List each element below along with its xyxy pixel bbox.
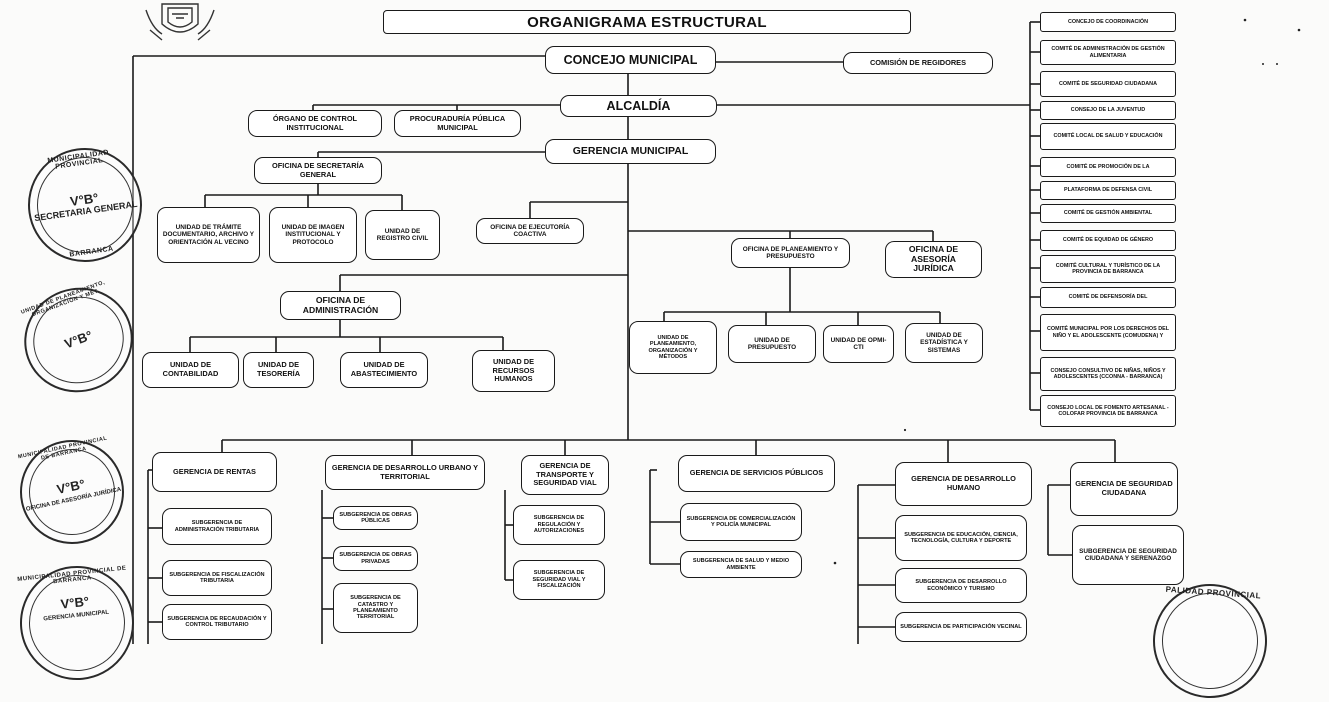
sg-comercializacion-box: SUBGERENCIA DE COMERCIALIZACIÓN Y POLICÍ… (680, 503, 802, 541)
sg-participacion-vecinal-box: SUBGERENCIA DE PARTICIPACIÓN VECINAL (895, 612, 1027, 642)
sg-salud-box: SUBGERENCIA DE SALUD Y MEDIO AMBIENTE (680, 551, 802, 578)
consejo-item: CONSEJO LOCAL DE FOMENTO ARTESANAL - COL… (1040, 395, 1176, 427)
consejo-item: CONSEJO CONSULTIVO DE NIÑAS, NIÑOS Y ADO… (1040, 357, 1176, 391)
unidad-presupuesto-box: UNIDAD DE PRESUPUESTO (728, 325, 816, 363)
municipal-crest-icon (145, 3, 215, 41)
consejo-item: COMITÉ DE ADMINISTRACIÓN DE GESTIÓN ALIM… (1040, 40, 1176, 65)
alcaldia-box: ALCALDÍA (560, 95, 717, 117)
consejo-item: PLATAFORMA DE DEFENSA CIVIL (1040, 181, 1176, 200)
consejo-item: COMITÉ DE GESTIÓN AMBIENTAL (1040, 204, 1176, 223)
contabilidad-box: UNIDAD DE CONTABILIDAD (142, 352, 239, 388)
unidad-estadistica-box: UNIDAD DE ESTADÍSTICA Y SISTEMAS (905, 323, 983, 363)
consejo-item: COMITÉ DE SEGURIDAD CIUDADANA (1040, 71, 1176, 97)
organo-control-box: ÓRGANO DE CONTROL INSTITUCIONAL (248, 110, 382, 137)
consejo-item: CONCEJO DE COORDINACIÓN (1040, 12, 1176, 32)
gerencia-desarrollo-humano-box: GERENCIA DE DESARROLLO HUMANO (895, 462, 1032, 506)
gerencia-desarrollo-urbano-box: GERENCIA DE DESARROLLO URBANO Y TERRITOR… (325, 455, 485, 490)
consejo-item: COMITÉ LOCAL DE SALUD Y EDUCACIÓN (1040, 123, 1176, 150)
secretaria-general-box: OFICINA DE SECRETARÍA GENERAL (254, 157, 382, 184)
consejo-item: COMITÉ DE DEFENSORÍA DEL (1040, 287, 1176, 308)
sg-educacion-box: SUBGERENCIA DE EDUCACIÓN, CIENCIA, TECNO… (895, 515, 1027, 561)
concejo-municipal-box: CONCEJO MUNICIPAL (545, 46, 716, 74)
unidad-planeamiento-box: UNIDAD DE PLANEAMIENTO, ORGANIZACIÓN Y M… (629, 321, 717, 374)
gerencia-municipal-box: GERENCIA MUNICIPAL (545, 139, 716, 164)
consejo-item: CONSEJO DE LA JUVENTUD (1040, 101, 1176, 120)
consejo-item: COMITÉ MUNICIPAL POR LOS DERECHOS DEL NI… (1040, 314, 1176, 351)
sg-administracion-tributaria-box: SUBGERENCIA DE ADMINISTRACIÓN TRIBUTARIA (162, 508, 272, 545)
administracion-box: OFICINA DE ADMINISTRACIÓN (280, 291, 401, 320)
asesoria-juridica-box: OFICINA DE ASESORÍA JURÍDICA (885, 241, 982, 278)
sg-fiscalizacion-tributaria-box: SUBGERENCIA DE FISCALIZACIÓN TRIBUTARIA (162, 560, 272, 596)
gerencia-seguridad-box: GERENCIA DE SEGURIDAD CIUDADANA (1070, 462, 1178, 516)
consejo-item: COMITÉ DE EQUIDAD DE GÉNERO (1040, 230, 1176, 251)
sg-seguridad-vial-box: SUBGERENCIA DE SEGURIDAD VIAL Y FISCALIZ… (513, 560, 605, 600)
consejo-item: COMITÉ DE PROMOCIÓN DE LA (1040, 157, 1176, 177)
abastecimiento-box: UNIDAD DE ABASTECIMIENTO (340, 352, 428, 388)
unidad-opmi-box: UNIDAD DE OPMI-CTI (823, 325, 894, 363)
tramite-documentario-box: UNIDAD DE TRÁMITE DOCUMENTARIO, ARCHIVO … (157, 207, 260, 263)
gerencia-rentas-box: GERENCIA DE RENTAS (152, 452, 277, 492)
gerencia-transporte-box: GERENCIA DE TRANSPORTE Y SEGURIDAD VIAL (521, 455, 609, 495)
sg-regulacion-box: SUBGERENCIA DE REGULACIÓN Y AUTORIZACION… (513, 505, 605, 545)
ejecutoria-coactiva-box: OFICINA DE EJECUTORÍA COACTIVA (476, 218, 584, 244)
recursos-humanos-box: UNIDAD DE RECURSOS HUMANOS (472, 350, 555, 392)
sg-catastro-box: SUBGERENCIA DE CATASTRO Y PLANEAMIENTO T… (333, 583, 418, 633)
tesoreria-box: UNIDAD DE TESORERÍA (243, 352, 314, 388)
gerencia-servicios-box: GERENCIA DE SERVICIOS PÚBLICOS (678, 455, 835, 492)
sg-obras-publicas-box: SUBGERENCIA DE OBRAS PÚBLICAS (333, 506, 418, 530)
registro-civil-box: UNIDAD DE REGISTRO CIVIL (365, 210, 440, 260)
planeamiento-presupuesto-box: OFICINA DE PLANEAMIENTO Y PRESUPUESTO (731, 238, 850, 268)
comision-regidores-box: COMISIÓN DE REGIDORES (843, 52, 993, 74)
consejo-item: COMITÉ CULTURAL Y TURÍSTICO DE LA PROVIN… (1040, 255, 1176, 283)
sg-recaudacion-box: SUBGERENCIA DE RECAUDACIÓN Y CONTROL TRI… (162, 604, 272, 640)
sg-desarrollo-economico-box: SUBGERENCIA DE DESARROLLO ECONÓMICO Y TU… (895, 568, 1027, 603)
chart-title: ORGANIGRAMA ESTRUCTURAL (383, 10, 911, 34)
org-chart-connectors (132, 18, 1301, 644)
sg-seguridad-ciudadana-box: SUBGERENCIA DE SEGURIDAD CIUDADANA Y SER… (1072, 525, 1184, 585)
sg-obras-privadas-box: SUBGERENCIA DE OBRAS PRIVADAS (333, 546, 418, 571)
imagen-institucional-box: UNIDAD DE IMAGEN INSTITUCIONAL Y PROTOCO… (269, 207, 357, 263)
procuraduria-box: PROCURADURÍA PÚBLICA MUNICIPAL (394, 110, 521, 137)
